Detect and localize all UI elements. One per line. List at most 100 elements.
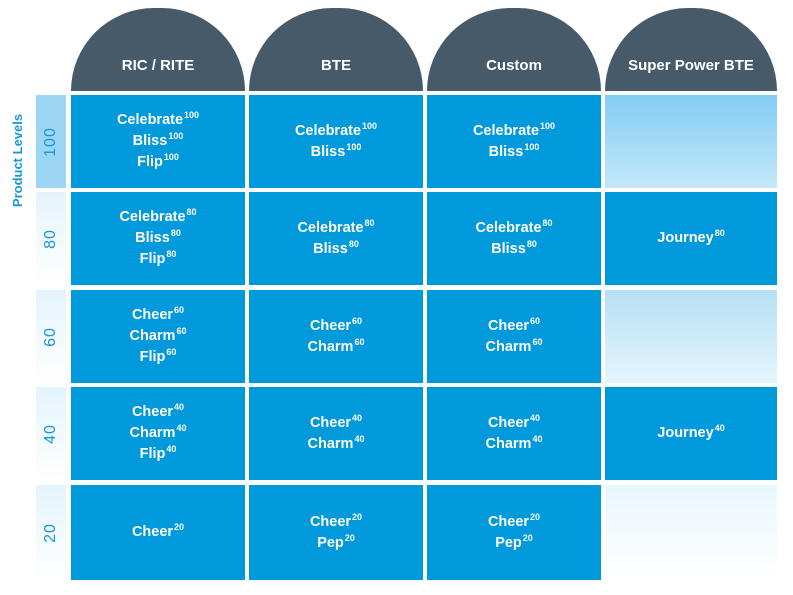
product-name: Cheer60 — [488, 316, 540, 337]
product-label: Charm — [307, 338, 354, 355]
product-name: Cheer60 — [132, 305, 184, 326]
column-header-label: BTE — [321, 57, 351, 74]
column-header-2: BTE — [249, 8, 423, 91]
product-name: Celebrate100 — [473, 121, 555, 142]
product-level-superscript: 40 — [354, 433, 365, 444]
column-header-label: RIC / RITE — [121, 57, 195, 74]
product-name: Cheer40 — [488, 413, 540, 434]
product-level-superscript: 100 — [346, 141, 362, 152]
product-label: Charm — [307, 435, 354, 452]
product-name: Cheer20 — [488, 512, 540, 533]
product-level-superscript: 100 — [168, 131, 184, 141]
level-band-80: 80 — [36, 192, 66, 285]
level-label: 100 — [41, 126, 59, 157]
product-name: Celebrate100 — [295, 121, 377, 142]
product-name: Charm40 — [130, 423, 187, 444]
product-label: Cheer — [131, 524, 174, 540]
product-level-superscript: 60 — [530, 315, 541, 326]
level-label: 80 — [41, 228, 59, 249]
product-label: Flip — [139, 349, 166, 365]
product-level-superscript: 80 — [166, 249, 177, 259]
product-level-superscript: 40 — [174, 402, 185, 412]
product-level-superscript: 60 — [176, 326, 187, 336]
product-label: Flip — [137, 154, 163, 170]
product-level-superscript: 80 — [542, 217, 553, 228]
product-level-superscript: 100 — [163, 152, 179, 162]
product-label: Bliss — [491, 240, 526, 257]
level-band-100: 100 — [36, 95, 66, 188]
product-name: Bliss80 — [135, 228, 181, 249]
product-level-superscript: 100 — [540, 120, 556, 131]
level-band-60: 60 — [36, 290, 66, 383]
product-name: Journey40 — [657, 423, 724, 444]
product-level-superscript: 60 — [532, 336, 543, 347]
product-label: Journey — [657, 230, 714, 246]
product-label: Cheer — [309, 414, 352, 431]
level-label: 60 — [41, 326, 59, 347]
product-level-superscript: 40 — [714, 423, 725, 433]
product-name: Cheer40 — [310, 413, 362, 434]
product-level-superscript: 60 — [174, 305, 185, 315]
product-level-superscript: 60 — [352, 315, 363, 326]
product-level-superscript: 80 — [364, 217, 375, 228]
product-cell: Journey40 — [605, 387, 777, 480]
product-level-superscript: 80 — [714, 228, 725, 238]
product-level-superscript: 80 — [526, 238, 537, 249]
product-label: Bliss — [313, 240, 348, 257]
product-name: Bliss80 — [491, 239, 537, 260]
product-label: Charm — [129, 328, 176, 344]
empty-cell — [605, 290, 777, 383]
product-name: Charm40 — [308, 434, 365, 455]
level-label: 20 — [41, 522, 59, 543]
product-label: Bliss — [310, 143, 346, 160]
product-cell: Cheer20 — [71, 485, 245, 580]
product-level-superscript: 100 — [362, 120, 378, 131]
product-name: Cheer20 — [310, 512, 362, 533]
product-cell: Journey80 — [605, 192, 777, 285]
product-name: Cheer20 — [132, 522, 184, 543]
product-level-superscript: 60 — [354, 336, 365, 347]
product-label: Celebrate — [472, 122, 540, 139]
product-label: Cheer — [131, 404, 174, 420]
product-name: Flip100 — [137, 152, 179, 173]
product-label: Celebrate — [294, 122, 362, 139]
product-label: Bliss — [132, 133, 168, 149]
product-label: Celebrate — [297, 219, 364, 236]
column-header-1: RIC / RITE — [71, 8, 245, 91]
product-level-superscript: 20 — [530, 511, 541, 522]
product-label: Charm — [485, 338, 532, 355]
empty-cell — [605, 95, 777, 188]
product-label: Pep — [495, 534, 522, 551]
product-label: Cheer — [309, 317, 352, 334]
product-name: Celebrate80 — [475, 218, 552, 239]
product-level-superscript: 20 — [352, 511, 363, 522]
product-level-superscript: 80 — [348, 238, 359, 249]
product-level-superscript: 20 — [522, 532, 533, 543]
product-levels-axis-title: Product Levels — [0, 95, 36, 225]
product-label: Cheer — [487, 513, 530, 530]
product-name: Celebrate80 — [119, 207, 196, 228]
product-label: Cheer — [487, 414, 530, 431]
product-level-superscript: 80 — [170, 228, 181, 238]
level-band-20: 20 — [36, 485, 66, 580]
product-level-superscript: 40 — [530, 412, 541, 423]
level-label: 40 — [41, 423, 59, 444]
product-name: Flip40 — [140, 444, 177, 465]
product-level-superscript: 40 — [352, 412, 363, 423]
product-level-superscript: 20 — [174, 522, 185, 532]
column-header-4: Super Power BTE — [605, 8, 777, 91]
product-label: Flip — [139, 446, 166, 462]
product-level-superscript: 40 — [532, 433, 543, 444]
